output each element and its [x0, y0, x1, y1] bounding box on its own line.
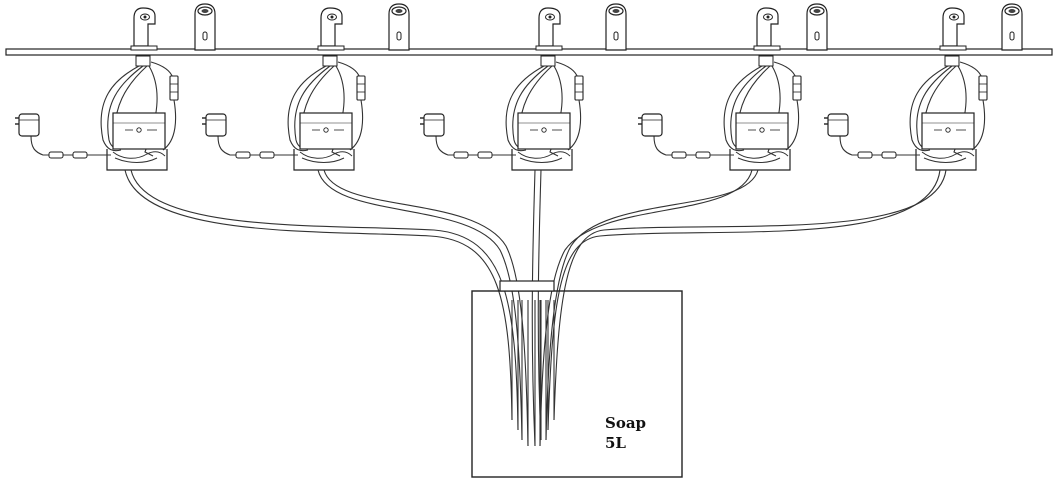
soap-tank [471, 280, 683, 478]
pump-units [14, 55, 988, 171]
pump-unit-4 [637, 55, 802, 171]
tank-label-volume: 5L [605, 434, 626, 452]
sensor-faucets [194, 3, 1023, 51]
dispenser-spouts [130, 7, 967, 51]
pump-unit-3 [419, 55, 584, 171]
pump-unit-2 [201, 55, 366, 171]
countertop [5, 48, 1053, 56]
pump-unit-5 [823, 55, 988, 171]
pump-unit-1 [14, 55, 179, 171]
tank-label-soap: Soap [605, 414, 647, 432]
